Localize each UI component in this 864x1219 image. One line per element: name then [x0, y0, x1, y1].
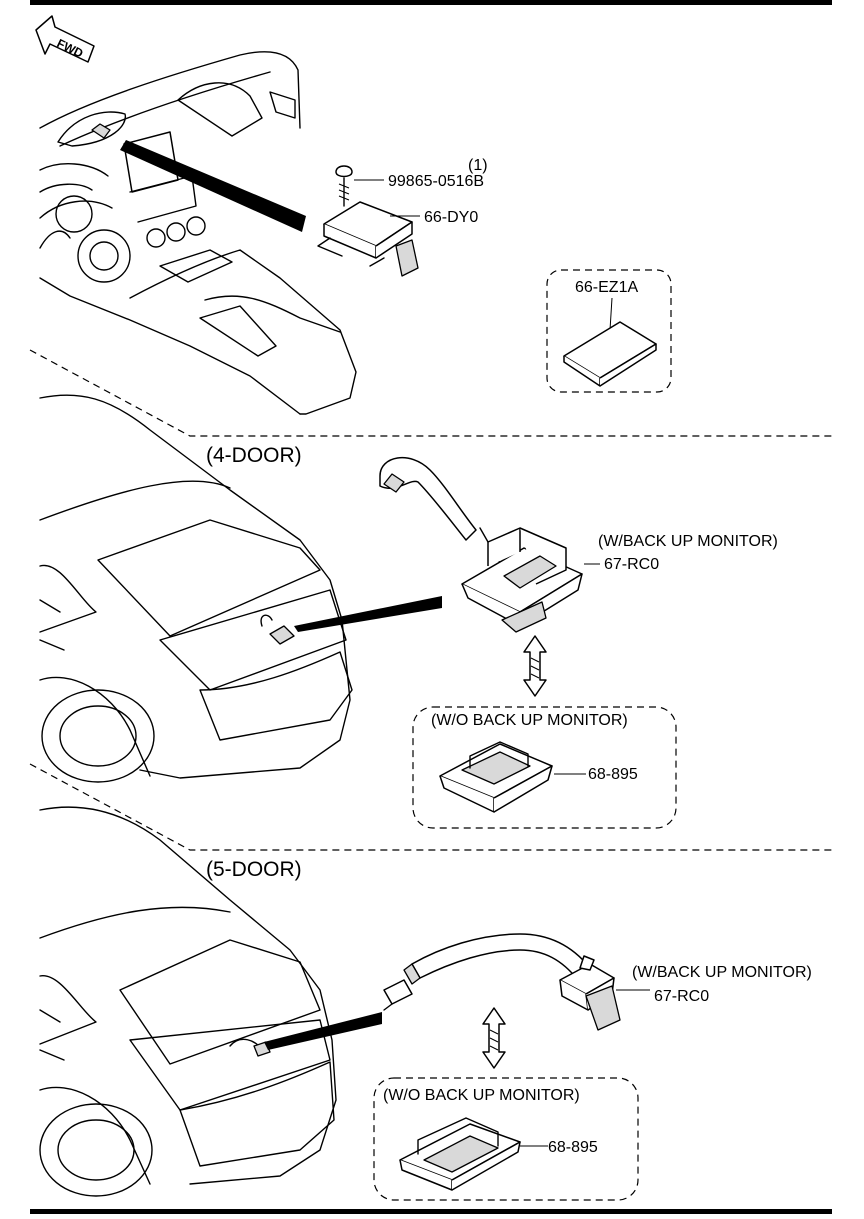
screw-quantity: (1) — [468, 157, 488, 174]
module-part: 66-DY0 — [317, 201, 478, 277]
cover-5door-condition: (W/O BACK UP MONITOR) — [383, 1087, 580, 1104]
dashboard-illustration — [39, 51, 357, 415]
four-door-title: (4-DOOR) — [206, 444, 302, 467]
interchange-arrow-5door-icon — [482, 1007, 506, 1069]
sd-card-callout-box — [546, 269, 672, 393]
section-divider-1 — [29, 349, 834, 437]
module-part-number: 66-DY0 — [424, 209, 478, 226]
camera-4door-part-number: 67-RC0 — [604, 556, 659, 573]
sd-card-part-number: 66-EZ1A — [575, 279, 638, 296]
camera-5door-part: (W/BACK UP MONITOR) 67-RC0 — [383, 933, 812, 1031]
screw-part: (1) 99865-0516B — [335, 157, 488, 207]
interchange-arrow-4door-icon — [523, 635, 547, 697]
cover-5door-group: (W/O BACK UP MONITOR) 68-895 — [373, 1077, 639, 1201]
camera-4door-condition: (W/BACK UP MONITOR) — [598, 533, 778, 550]
four-door-car-illustration — [39, 394, 442, 783]
cover-4door-callout-box — [412, 706, 677, 829]
camera-5door-condition: (W/BACK UP MONITOR) — [632, 964, 812, 981]
sd-card-group: 66-EZ1A — [546, 269, 672, 393]
cover-5door-callout-box — [373, 1077, 639, 1201]
bottom-border — [30, 1209, 832, 1214]
five-door-title: (5-DOOR) — [206, 858, 302, 881]
fwd-arrow-icon: FWD — [35, 15, 95, 63]
cover-4door-part-number: 68-895 — [588, 766, 638, 783]
top-border — [30, 0, 832, 5]
cover-4door-group: (W/O BACK UP MONITOR) 68-895 — [412, 706, 677, 829]
cover-4door-condition: (W/O BACK UP MONITOR) — [431, 712, 628, 729]
screw-part-number: 99865-0516B — [388, 173, 484, 190]
camera-5door-part-number: 67-RC0 — [654, 988, 709, 1005]
section-divider-2 — [29, 763, 834, 851]
cover-5door-part-number: 68-895 — [548, 1139, 598, 1156]
five-door-car-illustration — [39, 806, 382, 1197]
camera-4door-part: (W/BACK UP MONITOR) 67-RC0 — [379, 456, 778, 633]
